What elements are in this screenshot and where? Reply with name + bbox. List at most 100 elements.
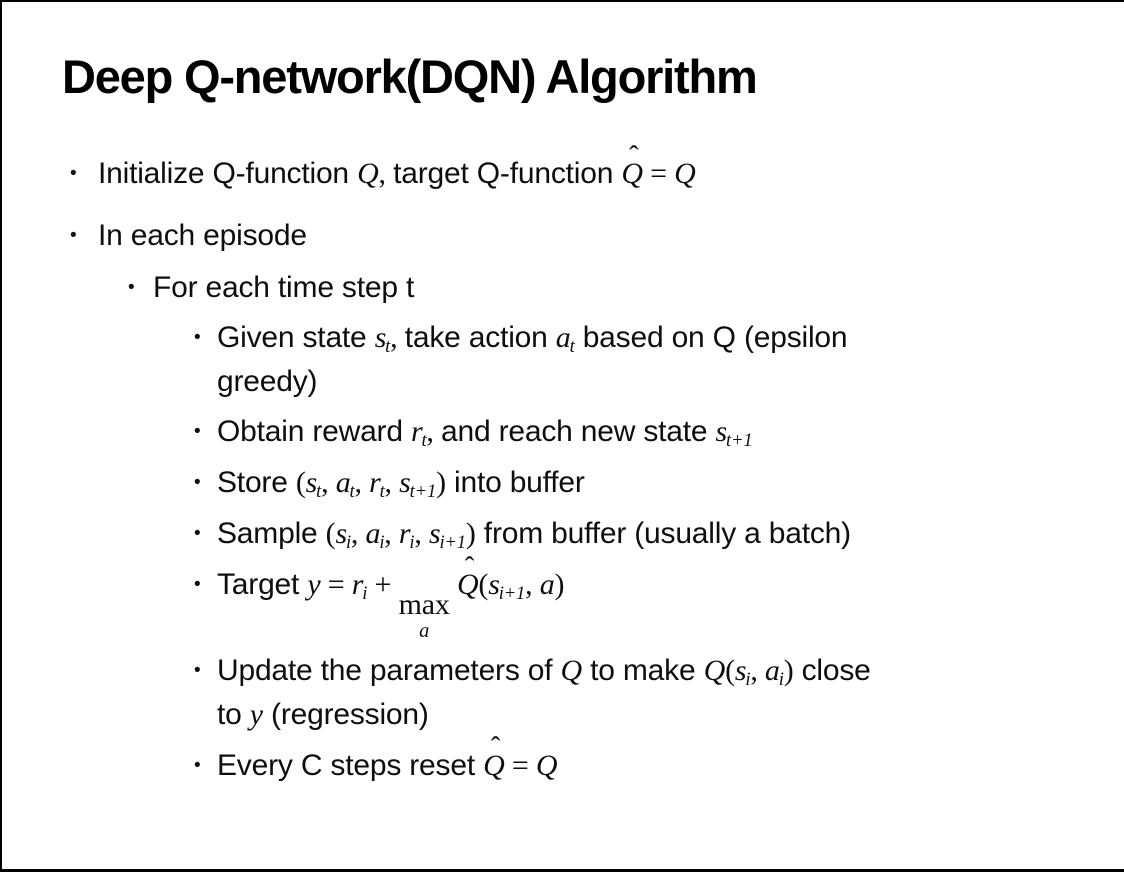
text-run: (: [325, 517, 336, 551]
text-run: ,: [378, 157, 394, 191]
bullet-text: In each episode: [98, 214, 307, 258]
text-run: Store: [217, 466, 296, 500]
text-run: ): [554, 568, 565, 602]
text-run: t: [316, 481, 322, 503]
text-run: s: [488, 568, 500, 602]
bullet-list: • Initialize Q-function Q, target Q-func…: [0, 142, 1124, 788]
text-run: ): [783, 653, 794, 687]
text-run: r: [369, 466, 381, 500]
bullet-marker: •: [70, 225, 77, 247]
text-run: Q: [560, 653, 583, 687]
text-run: close: [793, 653, 871, 687]
bullet-item: • In each episode: [0, 214, 1124, 258]
text-run: a: [365, 517, 381, 551]
text-run: ,: [354, 466, 370, 500]
text-run: [450, 568, 457, 601]
text-run: a: [539, 568, 555, 602]
text-run: t+1: [409, 481, 437, 503]
hat-base: Q: [456, 568, 479, 602]
bullet-marker: •: [70, 163, 77, 185]
text-run: Update the parameters of: [217, 653, 561, 687]
text-run: t: [421, 430, 427, 452]
bullet-item: • Initialize Q-function Q, target Q-func…: [0, 142, 1124, 196]
text-run: t: [349, 481, 355, 503]
bullet-marker: •: [194, 472, 201, 494]
text-run: Obtain reward: [217, 415, 411, 449]
text-run: (: [295, 466, 306, 500]
text-run: =: [504, 748, 536, 782]
text-run: a: [335, 466, 351, 500]
text-run: take action: [404, 321, 556, 355]
text-run: t+1: [726, 430, 753, 452]
hat-base: Q: [483, 748, 505, 782]
text-run: ,: [426, 415, 442, 449]
text-run: to make: [582, 653, 704, 687]
bullet-text: Given state st, take action at based on …: [217, 316, 848, 404]
text-run: i: [345, 532, 351, 554]
text-run: s: [428, 517, 441, 551]
text-run: Q: [535, 748, 558, 782]
bullet-text: For each time step t: [153, 266, 414, 310]
text-run: Initialize Q-function: [98, 157, 358, 191]
text-run: i: [362, 583, 368, 605]
text-run: For each time step t: [153, 271, 415, 305]
text-run: s: [305, 466, 318, 500]
bullet-marker: •: [194, 659, 201, 681]
text-run: i: [409, 532, 415, 554]
text-run: s: [399, 466, 411, 500]
hat-base: Q: [621, 157, 643, 191]
text-run: ,: [350, 517, 366, 551]
text-run: based on Q (epsilon: [574, 321, 848, 355]
text-run: s: [734, 653, 747, 687]
text-run: t: [385, 336, 391, 358]
text-run: (: [478, 568, 489, 602]
text-run: t: [569, 336, 575, 358]
slide-title: Deep Q-network(DQN) Algorithm: [62, 50, 758, 103]
text-run: ): [465, 517, 476, 551]
text-run: Given state: [217, 321, 375, 355]
text-run: r: [398, 517, 411, 551]
bullet-item: • Update the parameters of Q to make Q(s…: [0, 649, 1124, 737]
text-run: i+1: [439, 532, 466, 554]
bullet-item: • For each time step t: [0, 266, 1124, 310]
text-run: s: [374, 321, 387, 355]
bullet-marker: •: [194, 574, 201, 596]
hat-accent: ˆ: [490, 732, 501, 764]
text-run: Q: [703, 653, 726, 687]
text-run: into buffer: [445, 466, 585, 500]
bullet-item: • Store (st, at, rt, st+1) into buffer: [0, 461, 1124, 505]
text-run: i: [745, 669, 751, 691]
text-run: In each episode: [98, 219, 307, 253]
hat-accent: ˆ: [629, 140, 639, 172]
text-run: and reach new state: [441, 415, 716, 449]
text-run: ,: [414, 517, 429, 551]
text-run: i: [778, 669, 784, 691]
text-run: y: [307, 568, 321, 602]
bullet-marker: •: [128, 277, 135, 299]
bullet-text: Update the parameters of Q to make Q(si,…: [217, 649, 871, 737]
text-run: r: [351, 568, 364, 602]
text-run: to: [217, 697, 250, 731]
bullet-text: Initialize Q-function Q, target Q-functi…: [98, 142, 696, 196]
bullet-marker: •: [194, 327, 201, 349]
text-run: =: [642, 157, 675, 191]
text-run: Target: [217, 568, 308, 602]
text-run: ,: [525, 568, 540, 602]
text-run: +: [367, 568, 399, 602]
bullet-marker: •: [194, 421, 201, 443]
text-run: ,: [384, 466, 400, 500]
text-run: t: [379, 481, 385, 503]
operator-label: max: [398, 588, 450, 622]
text-run: ,: [384, 517, 399, 551]
text-run: r: [410, 415, 423, 449]
text-run: ): [436, 466, 446, 500]
